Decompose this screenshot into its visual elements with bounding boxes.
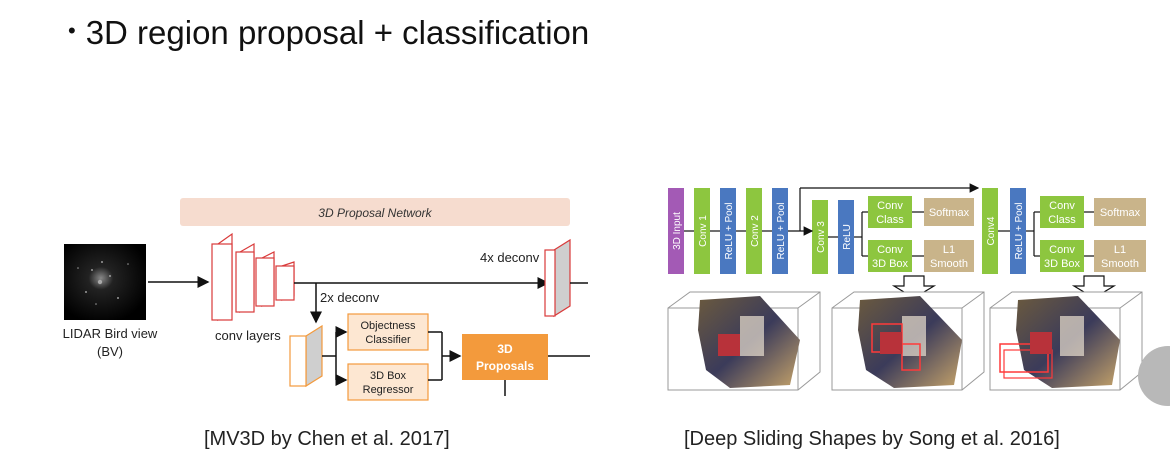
svg-text:Smooth: Smooth (1101, 258, 1139, 270)
relu-pool-3-bar (1010, 188, 1026, 274)
deconv-4x-label: 4x deconv (480, 250, 540, 265)
relu-bar (838, 200, 854, 274)
deconv-2x-label: 2x deconv (320, 290, 380, 305)
mv3d-caption: [MV3D by Chen et al. 2017] (204, 428, 450, 450)
relu-pool-1-bar (720, 188, 736, 274)
proposals-line-2: Proposals (476, 359, 534, 373)
deconv-2x-block (289, 324, 323, 388)
svg-text:3D Box: 3D Box (872, 258, 909, 270)
relu-pool-2-bar (772, 188, 788, 274)
svg-text:3D Input: 3D Input (672, 212, 683, 250)
mv3d-figure: 3D Proposal Network LIDAR Bird view (BV)… (63, 198, 590, 401)
scene-1 (667, 291, 821, 391)
conv-class-b (1040, 196, 1084, 228)
conv-layers-label: conv layers (215, 328, 281, 343)
svg-text:Conv 1: Conv 1 (698, 215, 709, 247)
conv-box-b (1040, 240, 1084, 272)
svg-text:L1: L1 (1114, 244, 1126, 256)
proposals-box (462, 334, 548, 380)
deconv-4x-block (544, 238, 571, 318)
scene-3 (989, 291, 1143, 391)
l1-smooth-a (924, 240, 974, 272)
conv-box-a (868, 240, 912, 272)
dss-caption: [Deep Sliding Shapes by Song et al. 2016… (684, 428, 1060, 450)
bev-label-2: (BV) (97, 344, 123, 359)
svg-text:Conv: Conv (877, 200, 903, 212)
svg-text:Smooth: Smooth (930, 258, 968, 270)
box-regressor-box (347, 363, 429, 401)
bullet-dot: • (68, 18, 76, 43)
regressor-line-1: 3D Box (370, 370, 407, 382)
svg-text:Conv 2: Conv 2 (750, 215, 761, 247)
proposal-network-header (180, 198, 570, 226)
svg-text:Conv4: Conv4 (986, 216, 997, 245)
svg-text:Softmax: Softmax (929, 207, 970, 219)
svg-text:ReLU: ReLU (842, 224, 853, 250)
input-bar (668, 188, 684, 274)
objectness-line-1: Objectness (360, 320, 416, 332)
conv1-bar (694, 188, 710, 274)
svg-text:ReLU + Pool: ReLU + Pool (776, 203, 787, 260)
svg-text:ReLU + Pool: ReLU + Pool (1014, 203, 1025, 260)
proposal-network-header-text: 3D Proposal Network (318, 206, 432, 220)
svg-text:ReLU + Pool: ReLU + Pool (724, 203, 735, 260)
objectness-line-2: Classifier (365, 334, 411, 346)
svg-text:Conv: Conv (1049, 244, 1075, 256)
lidar-bev-image (64, 244, 146, 320)
softmax-b (1094, 198, 1146, 226)
bullet-text: 3D region proposal + classification (85, 14, 590, 51)
regressor-line-2: Regressor (363, 384, 414, 396)
svg-text:Conv 3: Conv 3 (816, 221, 827, 253)
proposals-line-1: 3D (497, 342, 513, 356)
dss-figure: 3D Input Conv 1 ReLU + Pool Conv 2 ReLU … (667, 183, 1146, 391)
objectness-classifier-box (347, 313, 429, 351)
l1-smooth-b (1094, 240, 1146, 272)
svg-text:Class: Class (876, 214, 904, 226)
svg-text:L1: L1 (943, 244, 955, 256)
scene-2 (831, 291, 985, 391)
svg-text:Class: Class (1048, 214, 1076, 226)
conv2-bar (746, 188, 762, 274)
conv-class-a (868, 196, 912, 228)
bev-label-1: LIDAR Bird view (63, 326, 158, 341)
svg-text:3D Box: 3D Box (1044, 258, 1081, 270)
slide-bullet-title: • 3D region proposal + classification (68, 14, 589, 52)
conv-layers-stack (211, 232, 295, 322)
svg-text:Conv: Conv (1049, 200, 1075, 212)
conv3-bar (812, 200, 828, 274)
svg-text:Conv: Conv (877, 244, 903, 256)
lidar-points (77, 261, 129, 305)
conv4-bar (982, 188, 998, 274)
softmax-a (924, 198, 974, 226)
svg-text:Softmax: Softmax (1100, 207, 1141, 219)
